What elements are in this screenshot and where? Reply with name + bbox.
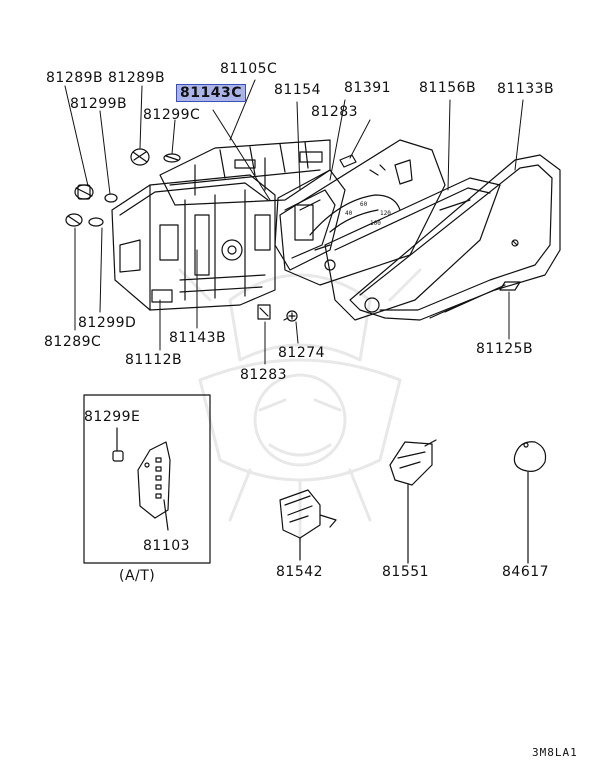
- part-label-81542: 81542: [276, 564, 324, 580]
- part-label-81299D: 81299D: [78, 315, 137, 331]
- leader-lines: [64, 79, 524, 365]
- part-label-81551: 81551: [382, 564, 430, 580]
- bulb-socket-81289B-upper: [130, 148, 150, 166]
- part-label-81103: 81103: [143, 538, 191, 554]
- svg-text:60: 60: [360, 201, 368, 208]
- component-81551: [389, 439, 437, 564]
- part-label-81274: 81274: [278, 345, 326, 361]
- part-label-84617: 84617: [502, 564, 550, 580]
- inset-caption-at: (A/T): [119, 568, 156, 584]
- part-label-81289C: 81289C: [44, 334, 102, 350]
- bulb-socket-81289B: [74, 184, 94, 200]
- part-label-81125B: 81125B: [476, 341, 534, 357]
- part-label-81299C: 81299C: [143, 107, 201, 123]
- meter-case-81112B: [111, 174, 276, 311]
- part-label-81133B: 81133B: [497, 81, 555, 97]
- bulb-81299D: [88, 217, 104, 227]
- part-label-81391: 81391: [344, 80, 392, 96]
- indicator-plate-81103: [137, 441, 171, 519]
- part-label-81112B: 81112B: [125, 352, 183, 368]
- part-label-81299B: 81299B: [70, 96, 128, 112]
- component-81542: [279, 489, 337, 561]
- bulb-81299C: [163, 153, 181, 163]
- clip-81283-bottom: [257, 304, 271, 320]
- cluster-hood-81133B: [349, 154, 561, 321]
- part-label-81154: 81154: [274, 82, 322, 98]
- bulb-81299B: [104, 193, 118, 203]
- part-label-81143B: 81143B: [169, 330, 227, 346]
- screw-81274: [283, 310, 298, 322]
- at-inset-box: [83, 394, 211, 564]
- part-label-81143C-highlighted[interactable]: 81143C: [176, 84, 246, 102]
- bulb-socket-81289C: [65, 213, 83, 227]
- svg-text:40: 40: [345, 210, 353, 217]
- part-label-81289B-upper: 81289B: [108, 70, 166, 86]
- component-84617: [513, 441, 547, 564]
- part-label-81289B: 81289B: [46, 70, 104, 86]
- meter-panel-81154: [274, 169, 346, 271]
- part-label-81299E: 81299E: [84, 409, 141, 425]
- diagram-reference-code: 3M8LA1: [532, 746, 578, 759]
- part-label-81283-top: 81283: [311, 104, 359, 120]
- svg-text:100: 100: [370, 220, 381, 227]
- dial-face-81391: 40 60 100 120: [279, 139, 446, 286]
- svg-text:120: 120: [380, 210, 391, 217]
- clip-81283-top: [339, 154, 357, 168]
- bulb-81299E: [112, 450, 124, 462]
- part-label-81105C: 81105C: [220, 61, 278, 77]
- part-label-81283-bottom: 81283: [240, 367, 288, 383]
- part-label-81156B: 81156B: [419, 80, 477, 96]
